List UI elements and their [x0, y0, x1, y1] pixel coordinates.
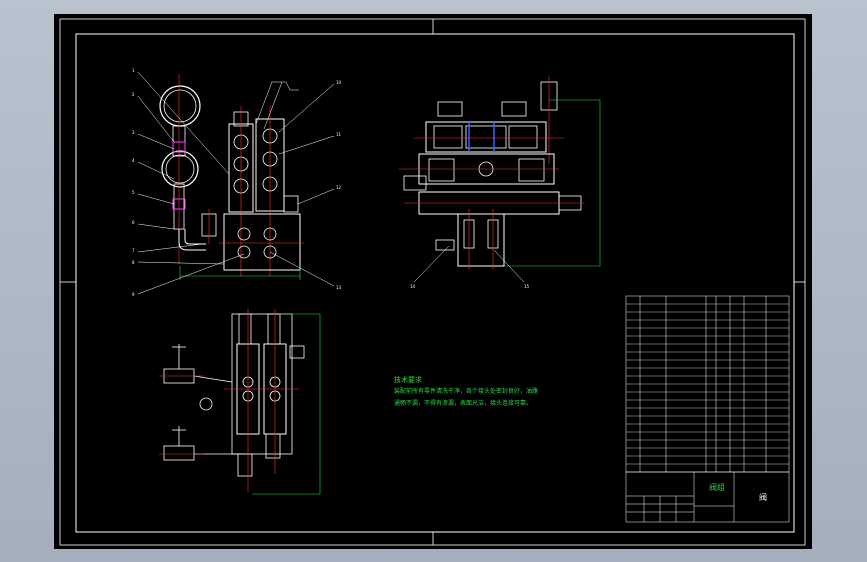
inner-border: [75, 33, 795, 533]
svg-text:3: 3: [132, 130, 135, 135]
svg-text:10: 10: [336, 80, 342, 85]
svg-text:12: 12: [336, 185, 342, 190]
svg-text:4: 4: [132, 158, 135, 163]
title-block-company: 阀组: [709, 483, 725, 492]
technical-notes-title: 技术要求: [394, 376, 422, 384]
outer-border: [59, 18, 806, 546]
svg-text:15: 15: [524, 284, 530, 289]
technical-notes-line-1: 装配前所有零件清洗干净，各个接头处密封良好，油路: [394, 388, 539, 395]
top-view: [159, 309, 321, 495]
technical-notes-line-2: 通畅不漏，不得有渗漏，表面光洁，接头连接可靠。: [394, 400, 533, 407]
svg-text:5: 5: [132, 190, 135, 195]
title-block: [625, 471, 790, 523]
svg-text:6: 6: [132, 220, 135, 225]
svg-text:8: 8: [132, 260, 135, 265]
svg-text:2: 2: [132, 92, 135, 97]
svg-text:14: 14: [410, 284, 416, 289]
svg-text:1: 1: [132, 68, 135, 73]
svg-text:7: 7: [132, 248, 135, 253]
side-view: 14 15: [399, 76, 601, 289]
svg-text:13: 13: [336, 285, 342, 290]
svg-text:11: 11: [336, 132, 342, 137]
title-block-drawing-name: 阀: [759, 493, 767, 502]
parts-list-rows: [626, 303, 789, 465]
svg-text:9: 9: [132, 292, 135, 297]
